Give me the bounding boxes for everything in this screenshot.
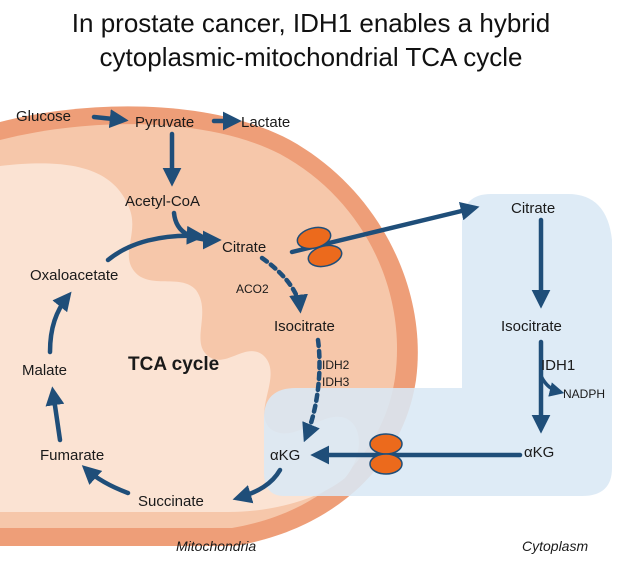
label-nadph: NADPH	[563, 387, 605, 401]
label-akg-mito: αKG	[270, 447, 300, 464]
label-fumarate: Fumarate	[40, 447, 104, 464]
label-isocitrate-cyto: Isocitrate	[501, 318, 562, 335]
label-lactate: Lactate	[241, 114, 290, 131]
label-malate: Malate	[22, 362, 67, 379]
arrow-akg-succinate	[232, 467, 283, 504]
label-tca-cycle: TCA cycle	[128, 354, 219, 375]
label-aco2: ACO2	[236, 282, 269, 296]
label-citrate-mito: Citrate	[222, 239, 266, 256]
label-mitochondria: Mitochondria	[176, 538, 256, 554]
label-isocitrate-mito: Isocitrate	[274, 318, 335, 335]
arrow-oxaloacetate-citrate	[105, 225, 206, 263]
arrow-fumarate-malate	[45, 386, 65, 443]
label-cytoplasm: Cytoplasm	[522, 538, 588, 554]
figure-title: In prostate cancer, IDH1 enables a hybri…	[0, 6, 622, 74]
label-idh2: IDH2	[322, 358, 350, 372]
arrow-glucose-pyruvate	[91, 109, 129, 129]
arrow-citrate-isocitrate	[259, 255, 308, 314]
citrate-transporter-lower	[307, 244, 343, 268]
label-akg-cyto: αKG	[524, 444, 554, 461]
citrate-transporter-upper	[296, 226, 332, 250]
arrow-succinate-fumarate	[81, 465, 131, 496]
citrate-transporter	[296, 226, 343, 268]
arrow-malate-oxaloacetate	[47, 291, 72, 355]
label-glucose: Glucose	[16, 108, 71, 125]
label-oxaloacetate: Oxaloacetate	[30, 267, 118, 284]
label-citrate-cyto: Citrate	[511, 200, 555, 217]
label-succinate: Succinate	[138, 493, 204, 510]
label-idh1: IDH1	[541, 357, 575, 374]
arrow-isocitrate-akg-mito	[302, 337, 322, 443]
label-acetyl-coa: Acetyl-CoA	[125, 193, 200, 210]
title-line-1: In prostate cancer, IDH1 enables a hybri…	[71, 8, 551, 38]
label-idh3: IDH3	[322, 375, 350, 389]
mitochondrion-matrix	[0, 163, 359, 512]
akg-transporter-upper	[369, 433, 403, 455]
akg-transporter-lower	[369, 453, 403, 475]
arrow-nadph-output	[539, 374, 565, 397]
labels: Glucose Pyruvate Lactate Acetyl-CoA Citr…	[16, 108, 605, 554]
title-line-2: cytoplasmic-mitochondrial TCA cycle	[99, 42, 523, 72]
cytoplasm-region	[264, 194, 612, 496]
pathway-arrows	[45, 109, 565, 504]
label-pyruvate: Pyruvate	[135, 114, 194, 131]
akg-transporter	[369, 433, 403, 475]
